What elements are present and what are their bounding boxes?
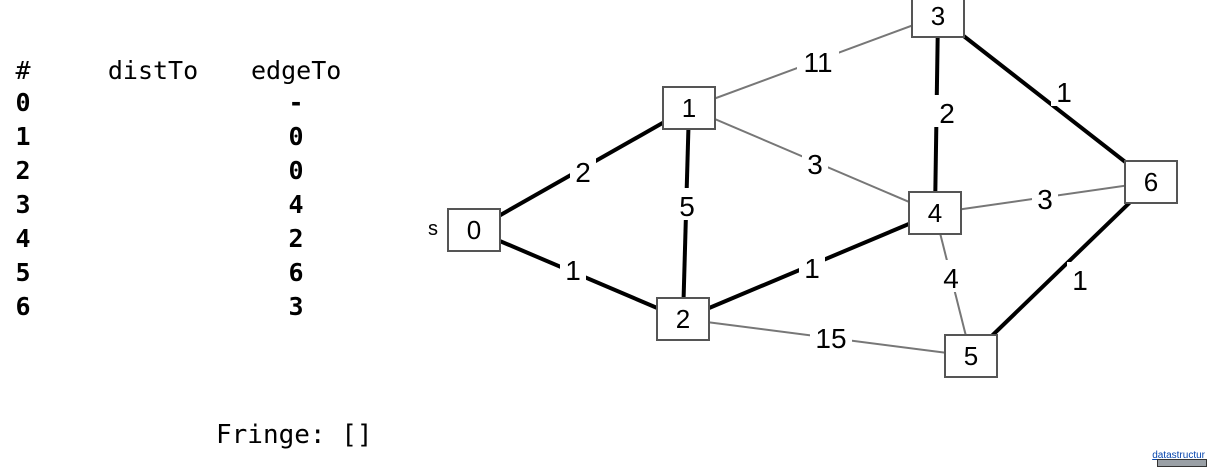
node-5[interactable]: 5 <box>944 334 998 378</box>
node-label: 1 <box>682 93 696 123</box>
edge-label-bg <box>938 260 964 292</box>
node-label: 5 <box>964 341 978 371</box>
edge-3-6 <box>936 14 1153 184</box>
node-box <box>908 191 962 235</box>
node-label: 2 <box>676 304 690 334</box>
row-edgeto: 0 <box>288 156 304 185</box>
node-6[interactable]: 6 <box>1124 160 1178 204</box>
edge-weight-label: 1 <box>565 255 581 286</box>
edge-label-bg <box>674 188 700 220</box>
row-num: 0 <box>15 88 31 117</box>
node-label: 3 <box>931 1 945 31</box>
node-2[interactable]: 2 <box>656 297 710 341</box>
edge-label-bg <box>802 146 828 178</box>
edge-label-bg <box>934 95 960 127</box>
node-3[interactable]: 3 <box>911 0 965 38</box>
edge-5-6 <box>969 180 1153 358</box>
edge-label-bg <box>797 44 839 76</box>
row-num: 3 <box>15 190 31 219</box>
node-box <box>447 208 501 252</box>
edge-weight-label: 1 <box>1056 77 1072 108</box>
node-label: 0 <box>467 215 481 245</box>
row-num: 4 <box>15 224 31 253</box>
row-edgeto: - <box>288 88 304 117</box>
row-num: 5 <box>15 258 31 287</box>
fringe-text: Fringe: [] <box>216 420 373 450</box>
edge-weight-label: 2 <box>575 157 591 188</box>
credit-link[interactable]: datastructur <box>1152 450 1205 461</box>
edge-label-bg <box>810 320 852 352</box>
edge-weight-label: 4 <box>943 263 959 294</box>
header-distto: distTo <box>107 56 199 85</box>
edge-label-bg <box>1067 262 1093 294</box>
row-num: 1 <box>15 122 31 151</box>
row-edgeto: 6 <box>288 258 304 287</box>
node-box <box>662 86 716 130</box>
row-edgeto: 3 <box>288 292 304 321</box>
edge-label-bg <box>799 250 825 282</box>
node-box <box>1124 160 1178 204</box>
node-box <box>911 0 965 38</box>
row-num: 2 <box>15 156 31 185</box>
row-edgeto: 0 <box>288 122 304 151</box>
header-edgeto: edgeTo <box>251 56 342 85</box>
row-edgeto: 4 <box>288 190 304 219</box>
cc-license-icon <box>1157 459 1207 467</box>
edge-label-bg <box>570 154 596 186</box>
edge-weight-label: 15 <box>815 323 846 354</box>
node-label: 6 <box>1144 167 1158 197</box>
node-label: 4 <box>928 198 942 228</box>
header-num: # <box>15 56 31 85</box>
edge-weight-label: 1 <box>804 253 820 284</box>
node-1[interactable]: 1 <box>662 86 716 130</box>
node-box <box>656 297 710 341</box>
row-num: 6 <box>15 292 31 321</box>
edge-label-bg <box>1051 74 1077 106</box>
row-edgeto: 2 <box>288 224 304 253</box>
edge-weight-label: 3 <box>807 149 823 180</box>
edge-weight-label: 11 <box>803 47 832 78</box>
edge-weight-label: 2 <box>939 98 955 129</box>
edge-label-bg <box>1032 181 1058 213</box>
edge-label-bg <box>560 252 586 284</box>
edge-weight-label: 5 <box>679 191 695 222</box>
node-0[interactable]: 0 <box>447 208 501 252</box>
edge-weight-label: 3 <box>1037 184 1053 215</box>
source-label: s <box>428 218 438 240</box>
edge-weight-label: 1 <box>1072 265 1088 296</box>
node-box <box>944 334 998 378</box>
node-4[interactable]: 4 <box>908 191 962 235</box>
